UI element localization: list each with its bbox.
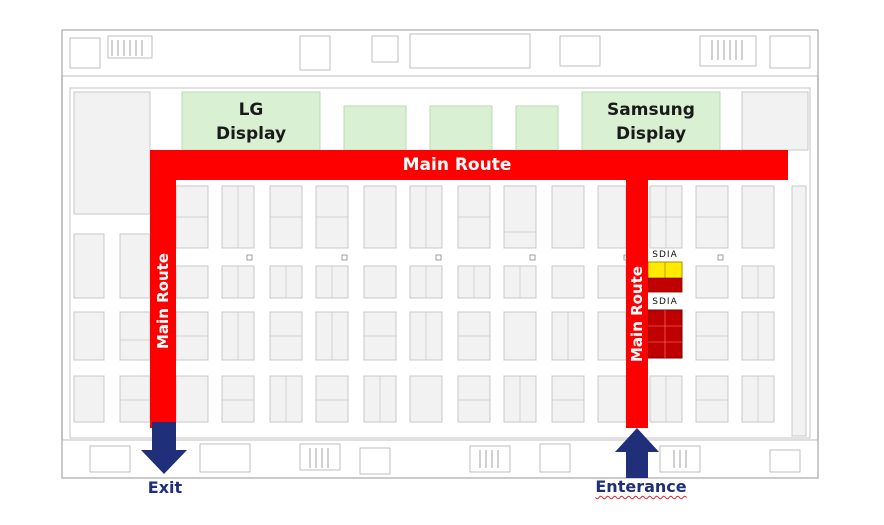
bottom-service-strip (61, 439, 819, 479)
exit-label: Exit (147, 478, 183, 497)
booth-large-left (73, 91, 151, 215)
top-stairs (111, 40, 743, 60)
sdia-booth-bottom-cells (648, 310, 682, 358)
main-route-horizontal (150, 150, 788, 180)
hall-green-small-1 (343, 105, 407, 151)
hall-green-small-2 (429, 105, 493, 151)
main-route-right-vertical (626, 168, 648, 428)
hall-samsung-name-line1: Samsung (607, 100, 695, 120)
top-service-strip (61, 29, 819, 77)
sdia-booth-top-sub (647, 277, 683, 293)
entrance-label: Enterance (595, 477, 687, 496)
main-route-right-label: Main Route (628, 266, 646, 362)
booth-grid (73, 185, 807, 437)
bottom-stairs (309, 448, 687, 468)
main-route-horizontal-label: Main Route (402, 155, 512, 175)
main-route-left-label: Main Route (154, 253, 172, 349)
hall-samsung-label: Samsung Display (582, 98, 720, 146)
entrance-arrow-icon (615, 428, 659, 478)
exit-arrow-icon (141, 422, 187, 474)
hall-lg-name-line2: Display (215, 124, 287, 144)
hall-samsung-area (581, 91, 721, 151)
sdia-label-bottom: SDIA (652, 297, 678, 307)
sdia-label-top: SDIA (652, 250, 678, 260)
main-route-left-vertical (150, 150, 176, 428)
hall-samsung-name-line2: Display (615, 124, 687, 144)
booth-large-right (741, 91, 809, 151)
hall-green-small-3 (515, 105, 559, 151)
hall-lg-name-line1: LG (238, 100, 264, 120)
hall-lg-label: LG Display (182, 98, 320, 146)
building-inner-outline (69, 87, 811, 439)
hall-lg-area (181, 91, 321, 151)
booth-subdivisions (120, 186, 759, 422)
